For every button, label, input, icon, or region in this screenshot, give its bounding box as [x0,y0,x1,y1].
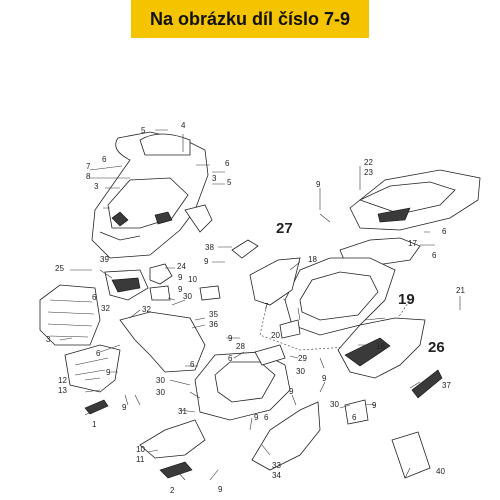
callout-17: 17 [408,239,417,248]
callout-6: 6 [264,413,269,422]
callout-9: 9 [289,387,294,396]
callout-2: 2 [170,486,175,495]
callout-32: 32 [101,304,110,313]
callout-6: 6 [352,413,357,422]
callout-1: 1 [92,420,97,429]
header-banner: Na obrázku díl číslo 7-9 [131,0,369,38]
callout-30: 30 [156,388,165,397]
callout-21: 21 [456,286,465,295]
center-panel-part [231,239,301,306]
callout-31: 31 [178,407,187,416]
callout-6: 6 [96,349,101,358]
mud-flap-part [391,431,431,479]
callout-33: 33 [272,461,281,470]
callout-9: 9 [178,285,183,294]
floor-panel-part [194,351,291,421]
nose-piece-part [104,263,173,301]
callout-7: 7 [86,162,91,171]
callout-10: 10 [188,275,197,284]
callout-10: 10 [136,445,145,454]
callout-9: 9 [228,334,233,343]
underbody-part [84,399,321,479]
callout-30: 30 [156,376,165,385]
grille-part [39,284,101,346]
callout-5: 5 [141,126,146,135]
callout-6: 6 [228,354,233,363]
callout-6: 6 [190,360,195,369]
callout-5: 5 [227,178,232,187]
callout-13: 13 [58,386,67,395]
callout-9: 9 [322,374,327,383]
small-parts [199,285,443,425]
callout-4: 4 [181,121,186,130]
callout-labels: 5 4 6 7 8 6 5 3 3 22 23 9 6 17 27 38 9 1… [46,121,465,495]
callout-38: 38 [205,243,214,252]
callout-9: 9 [218,485,223,494]
callout-30: 30 [183,292,192,301]
callout-9: 9 [254,413,259,422]
callout-25: 25 [55,264,64,273]
callout-19: 19 [398,291,415,308]
callout-40: 40 [436,467,445,476]
front-lower-part [64,344,121,393]
callout-9: 9 [372,401,377,410]
lower-skirt-part [119,311,206,373]
callout-39: 39 [100,255,109,264]
callout-12: 12 [58,376,67,385]
right-side-panel-part [349,169,481,231]
callout-18: 18 [308,255,317,264]
callout-9: 9 [178,273,183,282]
callout-9: 9 [106,368,111,377]
callout-24: 24 [177,262,186,271]
callout-6: 6 [102,155,107,164]
callout-6: 6 [442,227,447,236]
callout-22: 22 [364,158,373,167]
leader-lines [59,129,461,481]
callout-30: 30 [330,400,339,409]
page-title: Na obrázku díl číslo 7-9 [149,9,351,29]
front-cover-part [91,131,213,259]
callout-36: 36 [209,320,218,329]
callout-6: 6 [92,293,97,302]
callout-6: 6 [432,251,437,260]
callout-29: 29 [298,354,307,363]
callout-6: 6 [225,159,230,168]
storage-box-part [259,257,411,351]
callout-9: 9 [316,180,321,189]
callout-32: 32 [142,305,151,314]
callout-20: 20 [271,331,280,340]
callout-3: 3 [212,174,217,183]
callout-27: 27 [276,220,293,237]
callout-8: 8 [86,172,91,181]
right-side-cover-part [337,317,426,379]
callout-7: 7 [264,302,269,311]
callout-3: 3 [46,335,51,344]
callout-11: 11 [136,455,145,464]
callout-35: 35 [209,310,218,319]
callout-34: 34 [272,471,281,480]
callout-37: 37 [442,381,451,390]
callout-9: 9 [204,257,209,266]
callout-28: 28 [236,342,245,351]
callout-18: 18 [376,342,385,351]
callout-30: 30 [296,367,305,376]
callout-23: 23 [364,168,373,177]
callout-3: 3 [94,182,99,191]
callout-9: 9 [122,403,127,412]
callout-26: 26 [428,339,445,356]
